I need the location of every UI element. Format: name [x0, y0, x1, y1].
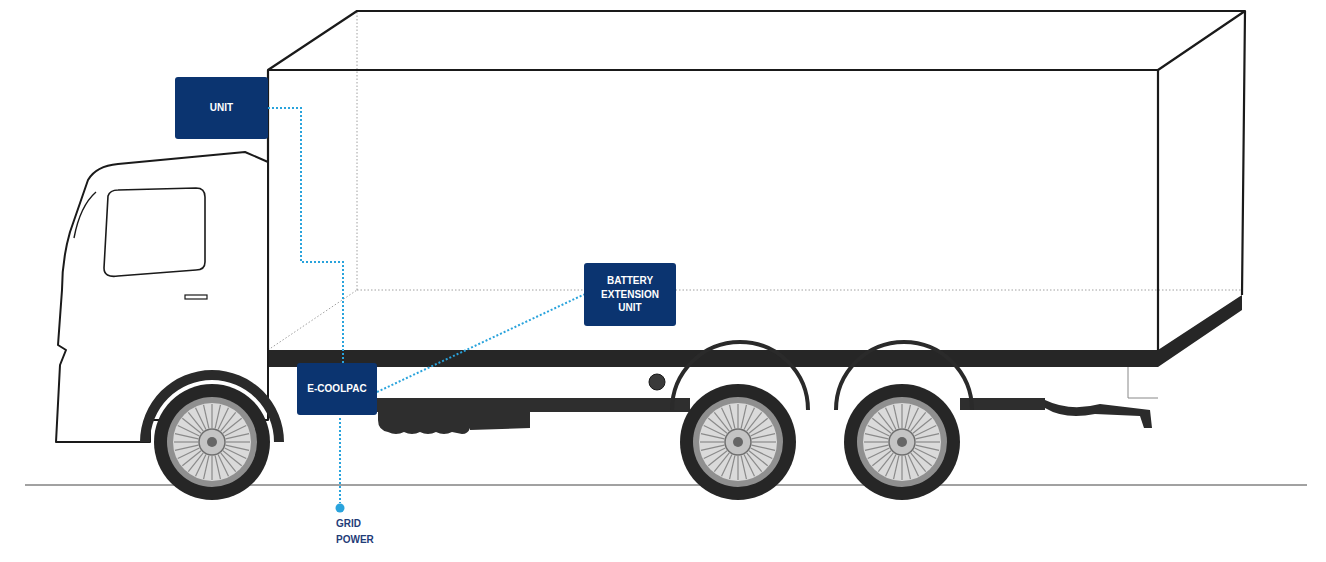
cargo-box: [268, 11, 1245, 350]
dotted-cable: [268, 108, 343, 363]
wheel: [680, 384, 796, 500]
grid-leader-line: [339, 418, 341, 503]
wheels: [154, 384, 960, 500]
wheel: [154, 384, 270, 500]
box-hidden-edges: [268, 12, 1242, 350]
node-label: UNIT: [210, 101, 233, 115]
battery-box: BATTERY EXTENSION UNIT: [584, 263, 676, 326]
grid-power-label: GRID POWER: [336, 516, 380, 548]
wheel: [844, 384, 960, 500]
dotted-cable: [377, 295, 584, 393]
refrigeration-unit-box: UNIT: [175, 77, 268, 139]
node-label: E-COOLPAC: [307, 382, 366, 396]
grid-connection-dot: [336, 504, 345, 513]
rear-bumper: [1045, 400, 1152, 428]
node-label: BATTERY EXTENSION UNIT: [591, 274, 669, 315]
box-floor: [268, 295, 1242, 367]
rear-frame: [1128, 367, 1158, 398]
power-pack-box: E-COOLPAC: [297, 363, 377, 415]
